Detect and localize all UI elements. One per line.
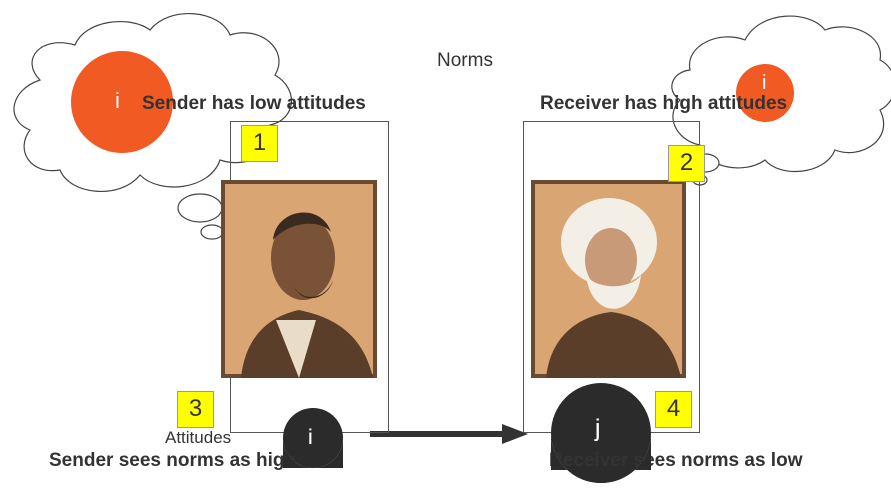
marker-2: 2 — [668, 145, 705, 182]
sender-portrait-image — [221, 180, 377, 378]
sender-node-label-overlay: i — [308, 426, 313, 449]
sender-perception: Sender sees norms as high — [49, 450, 297, 471]
arrow-sender-to-receiver — [370, 424, 528, 444]
receiver-thought-node — [736, 64, 794, 122]
sender-thought-node — [71, 51, 173, 153]
marker-4: 4 — [655, 391, 692, 428]
attitudes-label: Attitudes — [165, 428, 232, 447]
marker-3: 3 — [177, 391, 214, 428]
receiver-node-label-overlay: j — [595, 415, 601, 442]
sender-node-label: i — [308, 426, 313, 449]
sender-headline: Sender has low attitudes — [142, 93, 366, 114]
receiver-thought-node-label: i — [762, 72, 767, 94]
sender-thought-node-label: i — [115, 88, 120, 113]
receiver-headline: Receiver has high attitudes — [540, 93, 788, 114]
receiver-node-label: j — [595, 415, 601, 442]
receiver-perception: Receiver sees norms as low — [549, 450, 803, 471]
receiver-portrait-image — [531, 180, 686, 378]
marker-1: 1 — [241, 125, 278, 162]
norms-label: Norms — [437, 50, 493, 71]
